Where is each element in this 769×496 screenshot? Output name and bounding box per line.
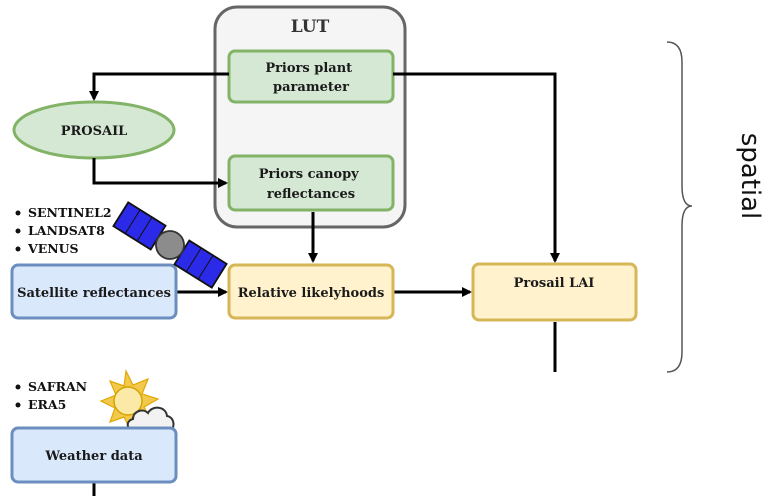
weather-label: Weather data: [44, 449, 143, 464]
satellite-icon: [112, 201, 228, 289]
weather-node[interactable]: [10, 426, 178, 484]
lut-title: LUT: [291, 17, 330, 37]
edge-priors-to-prosail: [89, 72, 229, 101]
weather-sources-list: SAFRAN ERA5: [15, 379, 87, 412]
svg-text:Priors canopy reflectance: Priors canopy reflectances: [259, 167, 364, 202]
prosail-lai-label: Prosail LAI: [514, 276, 595, 291]
prosail-label: PROSAIL: [61, 124, 128, 139]
edge-plant-to-lai: [393, 72, 560, 263]
bullet-dot: [15, 228, 21, 234]
edge-prosail-to-canopy: [92, 158, 228, 188]
bullet-dot: [15, 402, 21, 408]
prosail-lai-node[interactable]: [471, 262, 638, 322]
source-landsat8: LANDSAT8: [28, 223, 105, 238]
likelihoods-label: Relative likelyhoods: [238, 286, 385, 301]
spatial-brace: [666, 41, 693, 373]
satellite-node[interactable]: [10, 263, 178, 320]
priors-plant-node[interactable]: [227, 49, 395, 104]
priors-plant-label-line2: parameter: [273, 80, 349, 95]
bullet-dot: [15, 384, 21, 390]
bullet-dot: [15, 246, 21, 252]
satellite-label: Satellite reflectances: [17, 286, 171, 301]
bullet-dot: [15, 210, 21, 216]
priors-canopy-label-line2: reflectances: [267, 187, 355, 202]
priors-plant-label-line1: Priors plant: [265, 61, 352, 76]
satellite-sources-list: SENTINEL2 LANDSAT8 VENUS: [15, 205, 112, 256]
likelihoods-node[interactable]: [227, 263, 395, 320]
priors-canopy-label-line1: Priors canopy: [259, 167, 359, 182]
source-venus: VENUS: [27, 241, 79, 256]
source-safran: SAFRAN: [28, 379, 87, 394]
weather-icon: [99, 368, 175, 434]
source-era5: ERA5: [28, 397, 66, 412]
spatial-label: spatial: [735, 133, 765, 220]
priors-canopy-node[interactable]: [227, 154, 395, 212]
source-sentinel2: SENTINEL2: [28, 205, 112, 220]
svg-text:Priors plant parameter: Priors plant parameter: [265, 61, 356, 95]
